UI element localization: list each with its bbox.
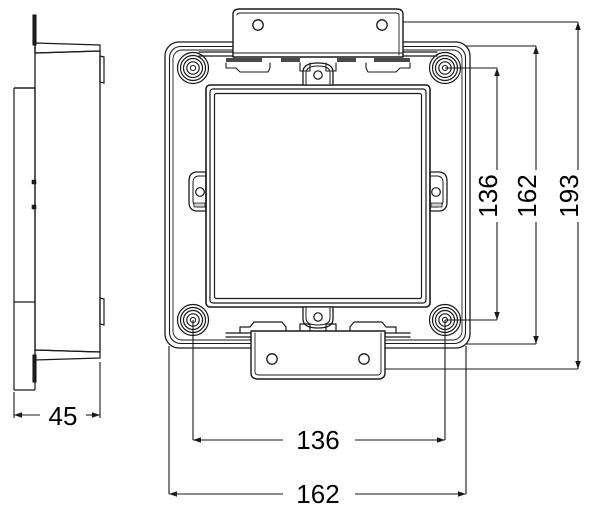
vertical-dimensions-group bbox=[385, 21, 581, 370]
side-center-notch-lower bbox=[31, 204, 37, 210]
horizontal-dimensions-group bbox=[168, 320, 467, 497]
top-bracket-body bbox=[232, 8, 404, 58]
bottom-slot-left bbox=[239, 321, 287, 334]
bottom-bracket-hole-left bbox=[266, 353, 278, 365]
dimension-label-136-vertical: 136 bbox=[473, 174, 503, 217]
top-mounting-bracket bbox=[232, 8, 404, 58]
dimension-label-193-vertical: 193 bbox=[554, 174, 584, 217]
side-bezel-bottom-lip bbox=[34, 349, 101, 361]
bottom-bracket-wings bbox=[225, 332, 411, 338]
bottom-bracket-hole-right bbox=[358, 353, 370, 365]
side-top-tab bbox=[99, 55, 105, 84]
top-center-lug bbox=[302, 62, 334, 86]
bottom-slot-center-a bbox=[299, 323, 311, 334]
side-tab-right bbox=[429, 171, 448, 212]
side-tab-right-hole bbox=[431, 187, 441, 197]
dimension-label-162-horizontal: 162 bbox=[296, 479, 339, 509]
top-center-lug-hole bbox=[313, 70, 323, 80]
display-opening-inner bbox=[213, 92, 423, 300]
side-center-notch-upper bbox=[31, 179, 37, 185]
top-bracket-hole-left bbox=[252, 19, 264, 31]
display-opening-mid bbox=[209, 88, 427, 304]
top-bracket-wings bbox=[198, 51, 438, 57]
dimension-label-depth-45: 45 bbox=[49, 401, 78, 431]
side-tab-left-hole bbox=[195, 187, 205, 197]
side-bottom-tab bbox=[99, 297, 105, 326]
bottom-center-lug bbox=[302, 306, 334, 329]
bottom-slot-right bbox=[349, 321, 397, 334]
dimension-label-136-horizontal: 136 bbox=[296, 425, 339, 455]
top-slot-center-a bbox=[299, 62, 311, 72]
top-bracket-hole-right bbox=[376, 19, 388, 31]
top-slot-center-b bbox=[325, 62, 337, 72]
front-plan-view bbox=[164, 8, 471, 380]
top-slot-left bbox=[225, 62, 271, 73]
top-bracket-inner bbox=[236, 12, 400, 56]
side-profile-view bbox=[13, 14, 105, 391]
top-slot-right bbox=[365, 62, 411, 73]
bottom-mounting-bracket bbox=[250, 330, 386, 380]
bottom-slot-center-b bbox=[325, 323, 337, 334]
dimension-depth-45-lines bbox=[13, 362, 101, 418]
corner-boss-top-left bbox=[176, 51, 210, 85]
top-slot-row bbox=[225, 58, 411, 73]
side-tab-left bbox=[188, 171, 207, 212]
bottom-bracket-inner bbox=[254, 332, 382, 376]
bottom-bracket-body bbox=[250, 330, 386, 380]
side-top-pin bbox=[32, 14, 37, 46]
dimension-label-162-vertical: 162 bbox=[512, 174, 542, 217]
bottom-center-lug-hole bbox=[313, 312, 323, 322]
